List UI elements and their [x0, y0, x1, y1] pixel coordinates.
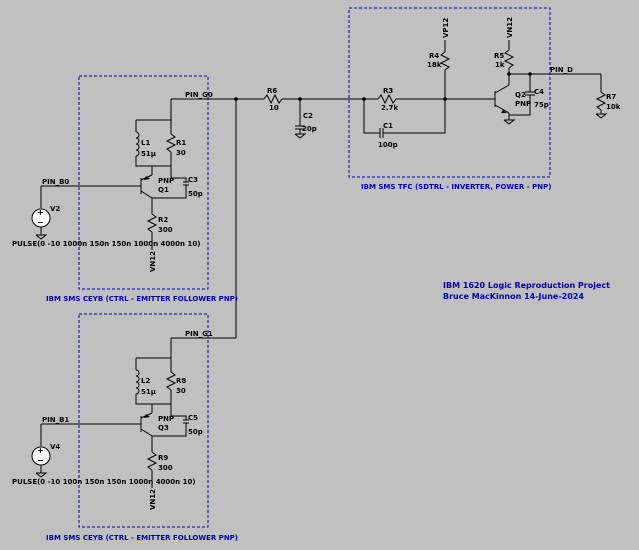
net-vn12-top: VN12 — [506, 17, 514, 38]
l1-value: 51µ — [141, 150, 156, 158]
q3-name: Q3 — [158, 424, 169, 432]
r1-resistor[interactable] — [165, 133, 177, 153]
r6-name: R6 — [267, 87, 277, 95]
r2-resistor[interactable] — [146, 213, 158, 233]
r4-value: 18k — [427, 61, 442, 69]
block-ceyb-top-title: IBM SMS CEYB (CTRL - EMITTER FOLLOWER PN… — [46, 295, 238, 303]
v4-value: PULSE(0 -10 100n 150n 150n 1000n 4000n 1… — [12, 478, 196, 486]
block-tfc-border — [348, 7, 551, 178]
c5-name: C5 — [188, 414, 198, 422]
r1-value: 30 — [176, 149, 186, 157]
r9-resistor[interactable] — [146, 451, 158, 471]
q3-type: PNP — [158, 415, 174, 423]
project-note-line2: Bruce MacKinnon 14-June-2024 — [443, 292, 584, 301]
c4-name: C4 — [534, 88, 544, 96]
r8-name: R8 — [176, 377, 186, 385]
r4-resistor[interactable] — [439, 51, 451, 71]
r5-resistor[interactable] — [503, 49, 515, 69]
r8-value: 30 — [176, 387, 186, 395]
q1-type: PNP — [158, 177, 174, 185]
c1-name: C1 — [383, 122, 393, 130]
c3-value: 50p — [188, 190, 203, 198]
r9-value: 300 — [158, 464, 173, 472]
r5-name: R5 — [494, 52, 504, 60]
r6-resistor[interactable] — [263, 93, 283, 105]
net-pin-b0: PIN_B0 — [42, 178, 69, 186]
r6-value: 10 — [269, 104, 279, 112]
r3-name: R3 — [383, 87, 393, 95]
net-pin-g1: PIN_G1 — [185, 330, 213, 338]
net-pin-d: PIN_D — [550, 66, 573, 74]
l2-value: 51µ — [141, 388, 156, 396]
block-ceyb-bottom-title: IBM SMS CEYB (CTRL - EMITTER FOLLOWER PN… — [46, 534, 238, 542]
r9-name: R9 — [158, 454, 168, 462]
svg-text:+: + — [37, 208, 44, 217]
svg-text:−: − — [37, 456, 44, 465]
net-pin-b1: PIN_B1 — [42, 416, 69, 424]
block-ceyb-top-border — [78, 75, 209, 290]
r7-name: R7 — [606, 93, 616, 101]
q2-type: PNP — [515, 100, 531, 108]
v4-name: V4 — [50, 443, 60, 451]
r3-resistor[interactable] — [377, 93, 397, 105]
r7-value: 10k — [606, 103, 621, 111]
r2-value: 300 — [158, 226, 173, 234]
c2-name: C2 — [303, 112, 313, 120]
net-pin-g0: PIN_G0 — [185, 91, 213, 99]
q2-name: Q2 — [515, 91, 526, 99]
c4-value: 75p — [534, 101, 549, 109]
v2-name: V2 — [50, 205, 60, 213]
l2-inductor[interactable] — [135, 369, 140, 395]
svg-text:−: − — [37, 218, 44, 227]
net-vp12: VP12 — [442, 18, 450, 38]
block-ceyb-bottom-border — [78, 313, 209, 528]
r3-value: 2.7k — [381, 104, 398, 112]
net-vn12-a: VN12 — [149, 251, 157, 272]
c3-name: C3 — [188, 176, 198, 184]
q1-name: Q1 — [158, 186, 169, 194]
project-note-line1: IBM 1620 Logic Reproduction Project — [443, 281, 610, 290]
v2-value: PULSE(0 -10 1000n 150n 150n 1000n 4000n … — [12, 240, 200, 248]
r7-resistor[interactable] — [595, 91, 607, 111]
l1-name: L1 — [141, 139, 150, 147]
c1-value: 100p — [378, 141, 398, 149]
l2-name: L2 — [141, 377, 150, 385]
net-vn12-b: VN12 — [149, 489, 157, 510]
svg-text:+: + — [37, 446, 44, 455]
c5-value: 50p — [188, 428, 203, 436]
block-tfc-title: IBM SMS TFC (SDTRL - INVERTER, POWER - P… — [361, 183, 551, 191]
r4-name: R4 — [429, 52, 439, 60]
l1-inductor[interactable] — [135, 131, 140, 157]
c2-value: 20p — [302, 125, 317, 133]
r5-value: 1k — [495, 61, 505, 69]
r1-name: R1 — [176, 139, 186, 147]
r8-resistor[interactable] — [165, 371, 177, 391]
r2-name: R2 — [158, 216, 168, 224]
